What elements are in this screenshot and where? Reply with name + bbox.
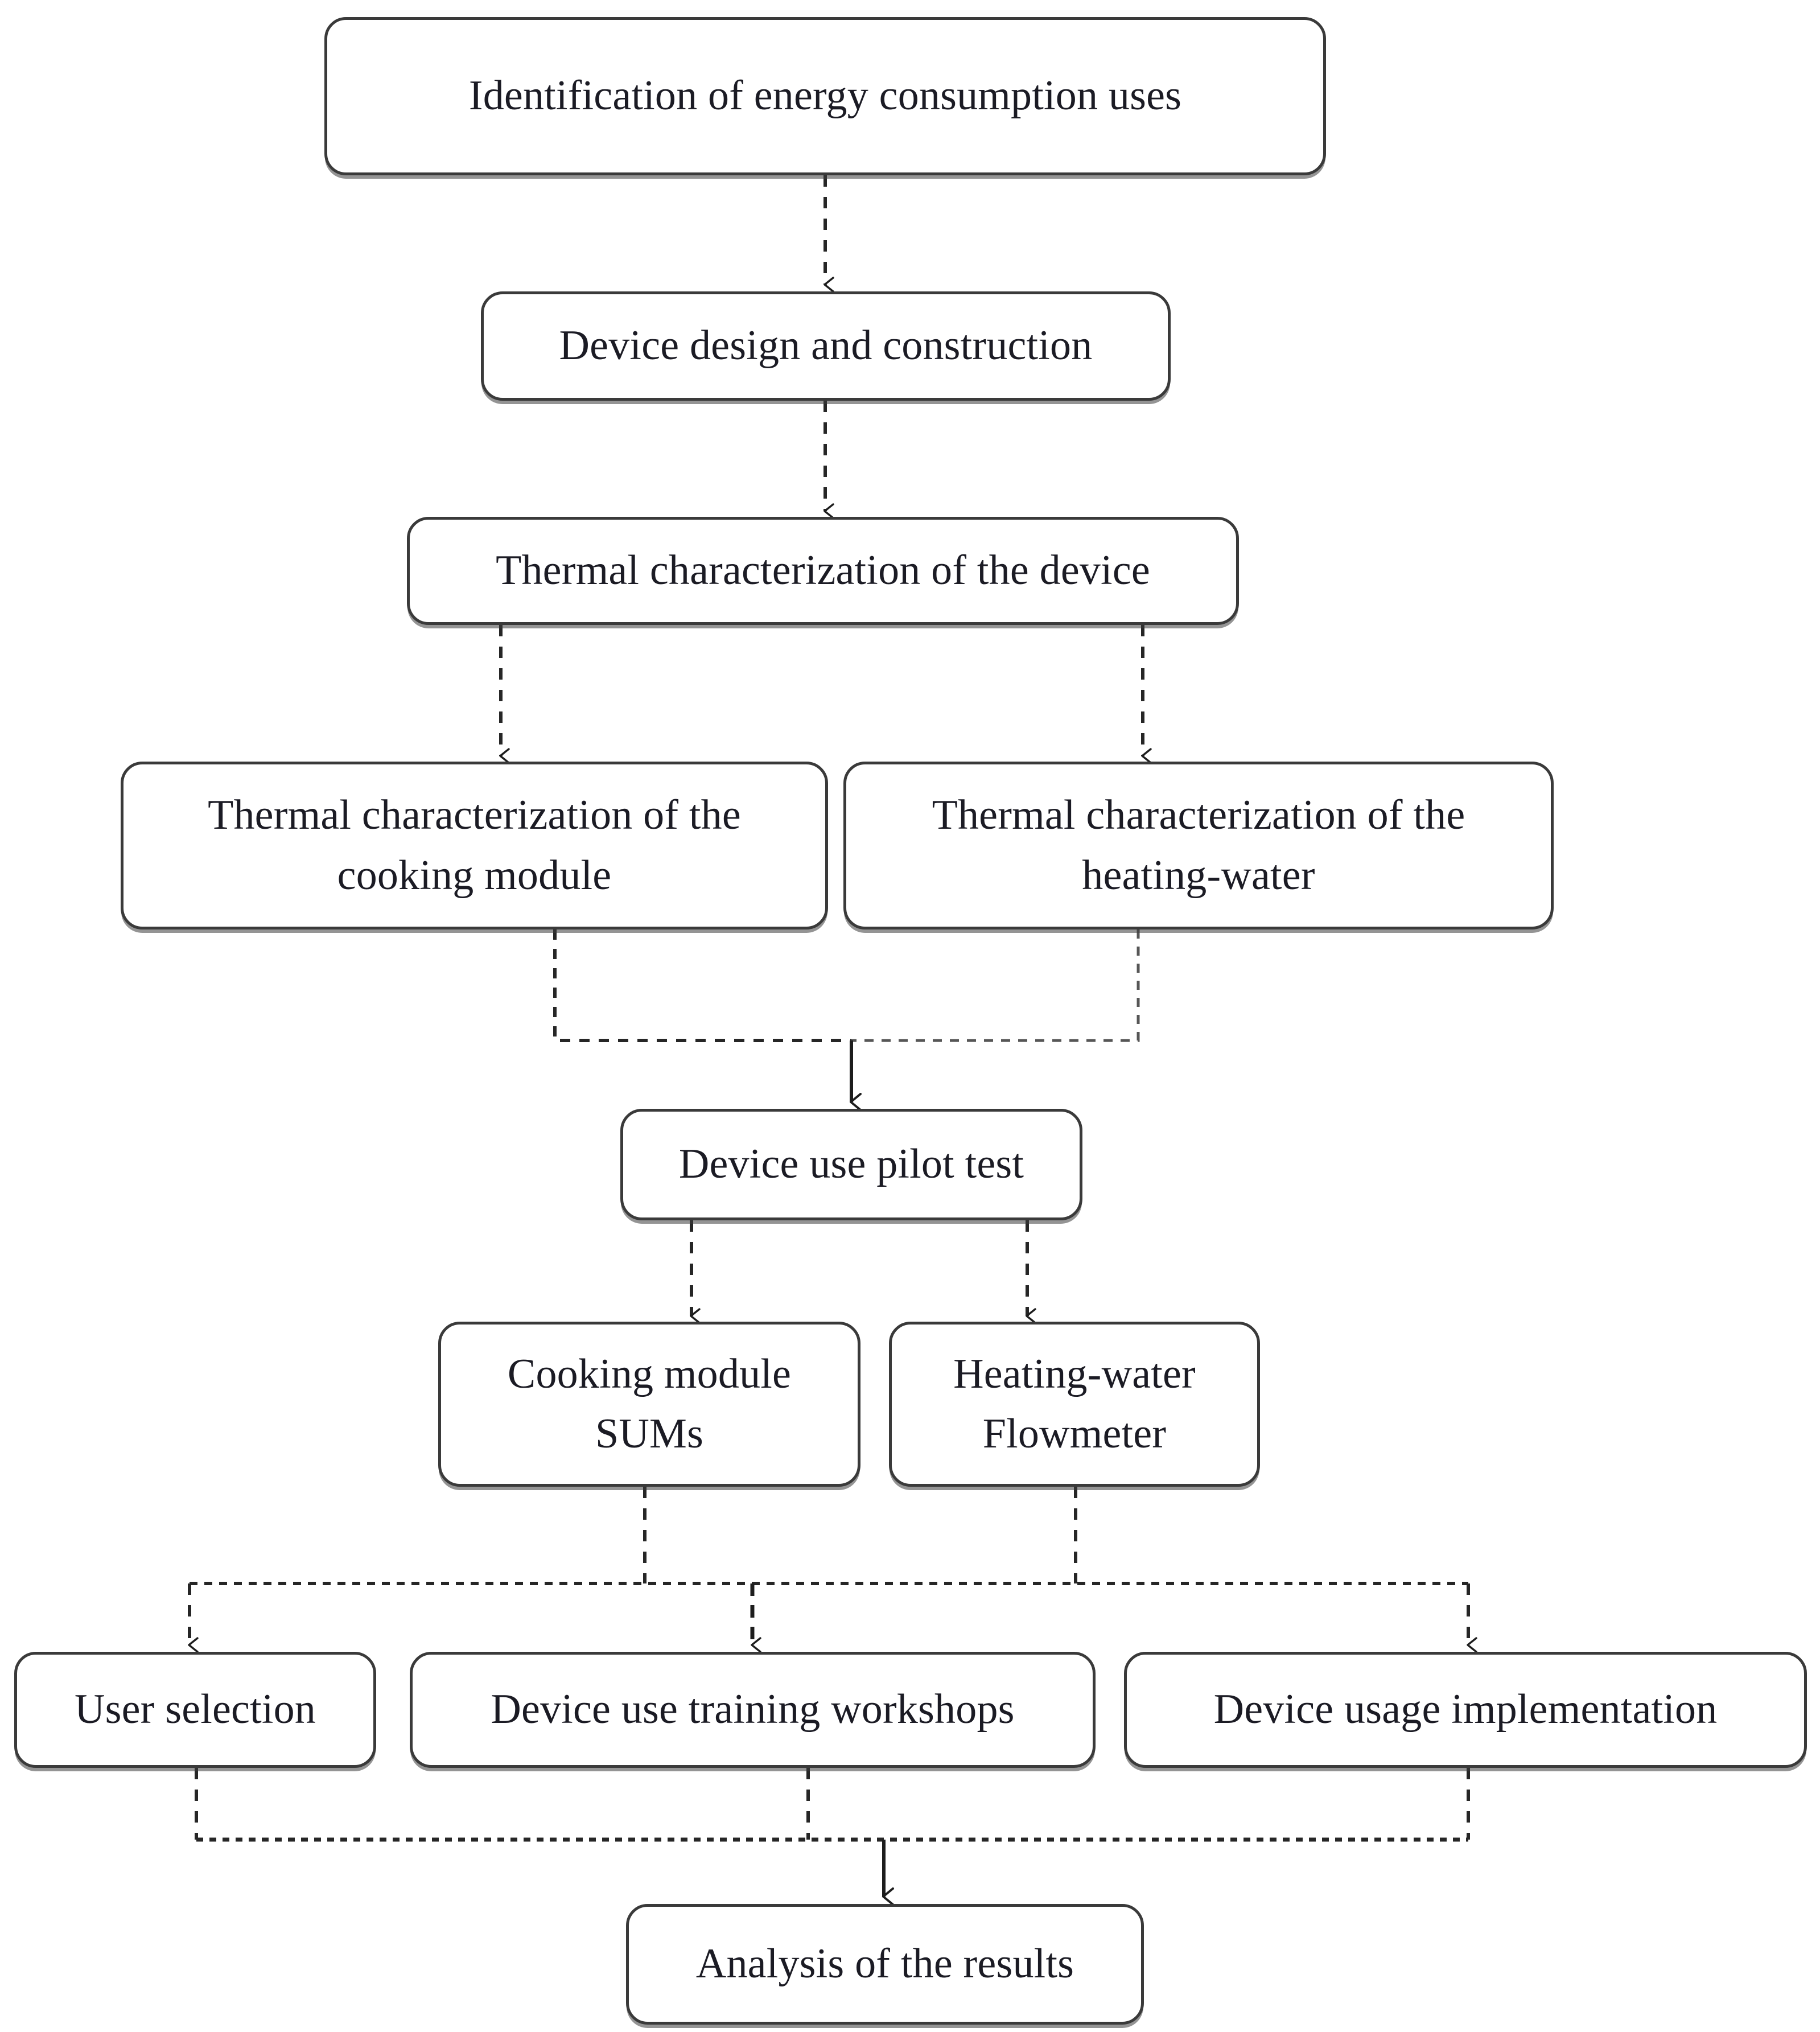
node-user-selection[interactable]: User selection [14,1652,376,1768]
node-thermal-cooking-label: Thermal characterization of the cooking … [208,792,741,899]
node-pilot-test-label: Device use pilot test [678,1141,1024,1188]
node-thermal-device-label: Thermal characterization of the device [496,547,1150,594]
node-usage-implementation-label: Device usage implementation [1213,1686,1718,1733]
node-user-selection-label: User selection [74,1686,316,1733]
node-thermal-device[interactable]: Thermal characterization of the device [407,517,1239,625]
node-thermal-cooking[interactable]: Thermal characterization of the cooking … [121,762,828,929]
connector-thermal-cooking-to-merge [553,929,851,1042]
node-cooking-sums-label: Cooking module SUMs [507,1350,792,1457]
node-cooking-sums[interactable]: Cooking module SUMs [438,1322,860,1487]
node-heating-flowmeter[interactable]: Heating-water Flowmeter [889,1322,1260,1487]
node-usage-implementation[interactable]: Device usage implementation [1124,1652,1807,1768]
node-identification[interactable]: Identification of energy consumption use… [324,17,1326,175]
node-analysis[interactable]: Analysis of the results [626,1904,1144,2025]
node-training-workshops-label: Device use training workshops [491,1686,1015,1733]
connector-thermal-heating-to-merge [851,929,1140,1042]
node-identification-label: Identification of energy consumption use… [468,72,1182,120]
node-pilot-test[interactable]: Device use pilot test [620,1109,1082,1220]
node-thermal-heating-label: Thermal characterization of the heating-… [932,792,1465,899]
node-device-design[interactable]: Device design and construction [481,291,1171,401]
node-thermal-heating[interactable]: Thermal characterization of the heating-… [843,762,1554,929]
node-device-design-label: Device design and construction [559,322,1093,369]
node-heating-flowmeter-label: Heating-water Flowmeter [953,1350,1196,1457]
node-analysis-label: Analysis of the results [695,1940,1074,1988]
node-training-workshops[interactable]: Device use training workshops [410,1652,1096,1768]
